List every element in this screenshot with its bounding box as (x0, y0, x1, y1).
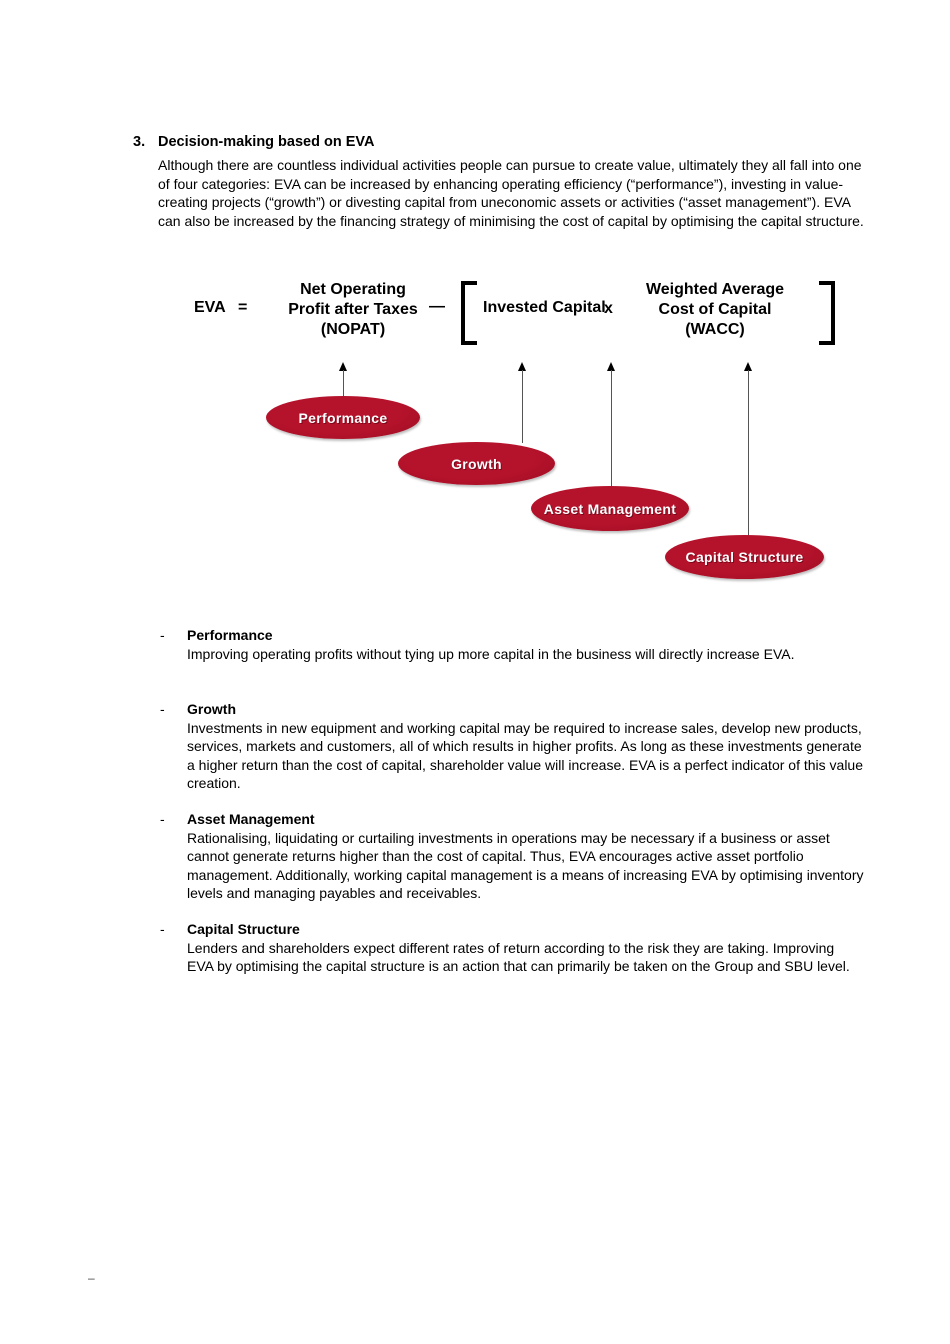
section-body: Investments in new equipment and working… (187, 719, 863, 792)
formula-equals: = (238, 299, 248, 316)
intro-paragraph: Although there are countless individual … (158, 157, 864, 229)
nopat-line2: Profit after Taxes (288, 301, 418, 318)
wacc-line3: (WACC) (685, 321, 745, 338)
arrow-line-growth (522, 370, 523, 443)
ellipse-growth-label: Growth (451, 455, 502, 472)
right-bracket (819, 281, 835, 345)
ellipse-performance: Performance (266, 396, 420, 439)
arrow-up-icon (744, 362, 752, 371)
arrow-up-icon (607, 362, 615, 371)
formula-eva: EVA (194, 299, 226, 316)
section-body: Improving operating profits without tyin… (187, 645, 795, 662)
arrow-up-icon (518, 362, 526, 371)
wacc-line1: Weighted Average (645, 281, 785, 298)
ellipse-capital-structure: Capital Structure (665, 535, 824, 579)
formula-wacc-block: Weighted Average Cost of Capital (WACC) (634, 280, 796, 340)
ellipse-asset-management-label: Asset Management (543, 500, 677, 517)
page-title: 3. Decision-making based on EVA (133, 134, 374, 150)
ellipse-asset-management: Asset Management (531, 486, 689, 531)
section-body: Rationalising, liquidating or curtailing… (187, 829, 864, 902)
formula-minus: — (429, 298, 445, 315)
bullet-dash: - (160, 921, 165, 937)
formula-times: x (604, 300, 613, 317)
section-heading: Decision-making based on EVA (158, 134, 375, 150)
left-bracket (461, 281, 477, 345)
section-title: Capital Structure (187, 921, 300, 937)
wacc-line2: Cost of Capital (658, 301, 772, 318)
section-title: Asset Management (187, 811, 315, 827)
arrow-line-asset-management (611, 370, 612, 488)
ellipse-growth: Growth (398, 442, 555, 485)
ellipse-performance-label: Performance (298, 409, 388, 426)
section-title: Growth (187, 701, 236, 717)
bullet-dash: - (160, 627, 165, 643)
formula-invested-capital: Invested Capital (483, 299, 606, 316)
list-item-growth: - Growth Investments in new equipment an… (158, 700, 864, 793)
nopat-line1: Net Operating (300, 281, 406, 298)
formula-nopat-block: Net Operating Profit after Taxes (NOPAT) (272, 280, 434, 340)
bullet-dash: - (160, 811, 165, 827)
section-title: Performance (187, 627, 273, 643)
nopat-line3: (NOPAT) (320, 321, 386, 338)
list-item-capital-structure: - Capital Structure Lenders and sharehol… (158, 920, 864, 976)
section-number: 3. (133, 134, 146, 150)
arrow-line-capital-structure (748, 370, 749, 537)
ellipse-capital-structure-label: Capital Structure (685, 549, 804, 565)
list-item-asset-management: - Asset Management Rationalising, liquid… (158, 810, 864, 903)
arrow-line-performance (343, 370, 344, 396)
footer-mark: – (88, 1271, 95, 1285)
section-body: Lenders and shareholders expect differen… (187, 939, 850, 975)
list-item-performance: - Performance Improving operating profit… (158, 626, 864, 663)
bullet-dash: - (160, 701, 165, 717)
arrow-up-icon (339, 362, 347, 371)
